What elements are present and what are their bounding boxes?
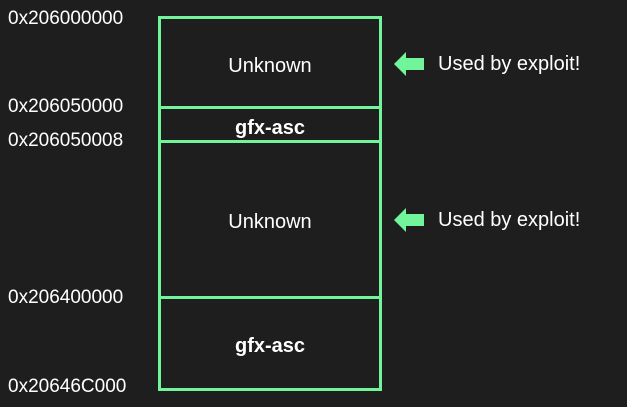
address-label-3: 0x206050008 bbox=[8, 130, 124, 151]
region-divider-1 bbox=[161, 106, 379, 109]
address-label-1: 0x206000000 bbox=[8, 8, 124, 29]
region-label-3: Unknown bbox=[228, 211, 312, 233]
region-label-4: gfx-asc bbox=[234, 335, 306, 357]
region-label-2: gfx-asc bbox=[234, 117, 306, 139]
region-divider-3 bbox=[161, 296, 379, 299]
callout-1: Used by exploit! bbox=[394, 50, 580, 78]
memory-map: Unknown gfx-asc Unknown gfx-asc bbox=[158, 16, 382, 391]
arrow-left-icon bbox=[394, 52, 424, 76]
callout-text-2: Used by exploit! bbox=[438, 209, 581, 231]
callout-2: Used by exploit! bbox=[394, 206, 580, 234]
address-label-4: 0x206400000 bbox=[8, 287, 124, 308]
callout-text-1: Used by exploit! bbox=[438, 53, 581, 75]
address-label-5: 0x20646C000 bbox=[8, 376, 127, 397]
region-label-1: Unknown bbox=[228, 55, 312, 77]
region-divider-2 bbox=[161, 140, 379, 143]
arrow-left-icon bbox=[394, 208, 424, 232]
address-label-2: 0x206050000 bbox=[8, 96, 124, 117]
